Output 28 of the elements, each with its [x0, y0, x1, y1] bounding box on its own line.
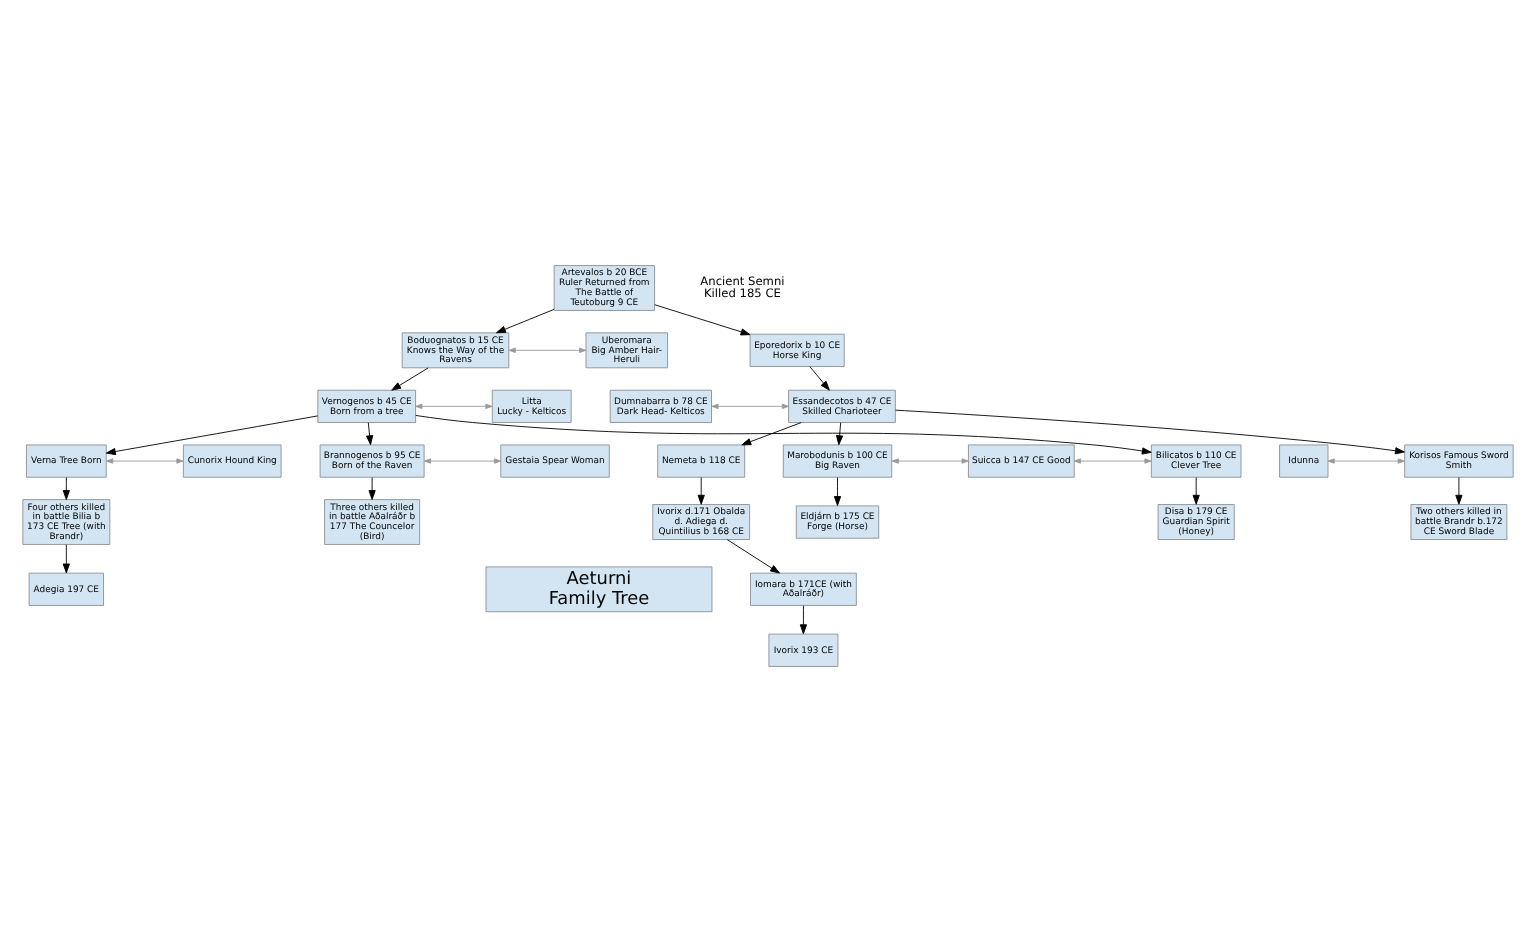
arrow — [809, 366, 830, 391]
arrow — [106, 458, 184, 464]
arrow — [1073, 458, 1152, 464]
arrow — [654, 304, 751, 336]
arrow — [1455, 477, 1463, 505]
arrow — [391, 367, 429, 391]
arrow — [741, 422, 802, 446]
arrow — [1192, 477, 1200, 505]
arrow — [836, 422, 844, 446]
arrow — [496, 308, 555, 334]
arrow — [799, 605, 807, 635]
arrow — [423, 458, 502, 464]
arrow — [711, 403, 790, 409]
arrow — [415, 403, 493, 409]
arrow — [105, 415, 319, 456]
node-box: Aeturni Family Tree — [485, 566, 713, 613]
arrow — [508, 347, 587, 353]
arrow — [415, 415, 1152, 455]
arrow — [895, 409, 1405, 455]
arrow — [368, 477, 376, 500]
arrow — [62, 477, 70, 500]
arrow — [366, 422, 374, 446]
arrow — [891, 458, 969, 464]
arrow — [1327, 458, 1405, 464]
arrow — [726, 539, 780, 574]
arrow — [62, 544, 70, 574]
arrow — [833, 477, 842, 506]
arrow — [697, 477, 705, 505]
